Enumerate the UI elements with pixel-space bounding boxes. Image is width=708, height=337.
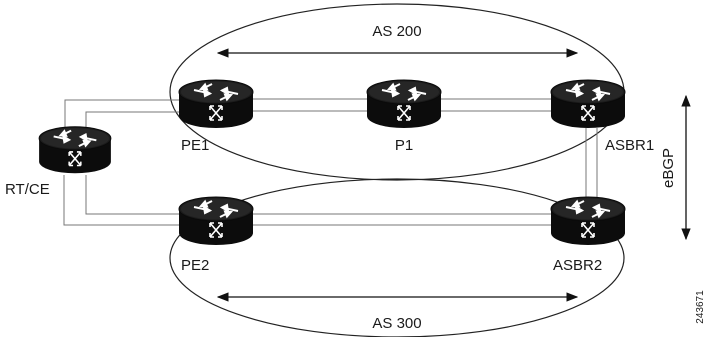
as300-boundary bbox=[169, 178, 625, 337]
router-icon bbox=[550, 196, 626, 246]
router-label-pe2: PE2 bbox=[181, 257, 209, 274]
as200-label: AS 200 bbox=[372, 23, 421, 40]
router-label-asbr1: ASBR1 bbox=[605, 137, 654, 154]
as300-label: AS 300 bbox=[372, 315, 421, 332]
router-label-rtce: RT/CE bbox=[5, 181, 50, 198]
ebgp-label: eBGP bbox=[660, 148, 677, 188]
router-icon bbox=[550, 79, 626, 129]
router-icon bbox=[38, 125, 112, 175]
router-label-asbr2: ASBR2 bbox=[553, 257, 602, 274]
router-icon bbox=[366, 79, 442, 129]
links bbox=[63, 98, 598, 226]
router-icon bbox=[178, 79, 254, 129]
router-label-pe1: PE1 bbox=[181, 137, 209, 154]
figure-id: 243671 bbox=[695, 290, 706, 324]
router-icon bbox=[178, 196, 254, 246]
router-label-p1: P1 bbox=[395, 137, 413, 154]
